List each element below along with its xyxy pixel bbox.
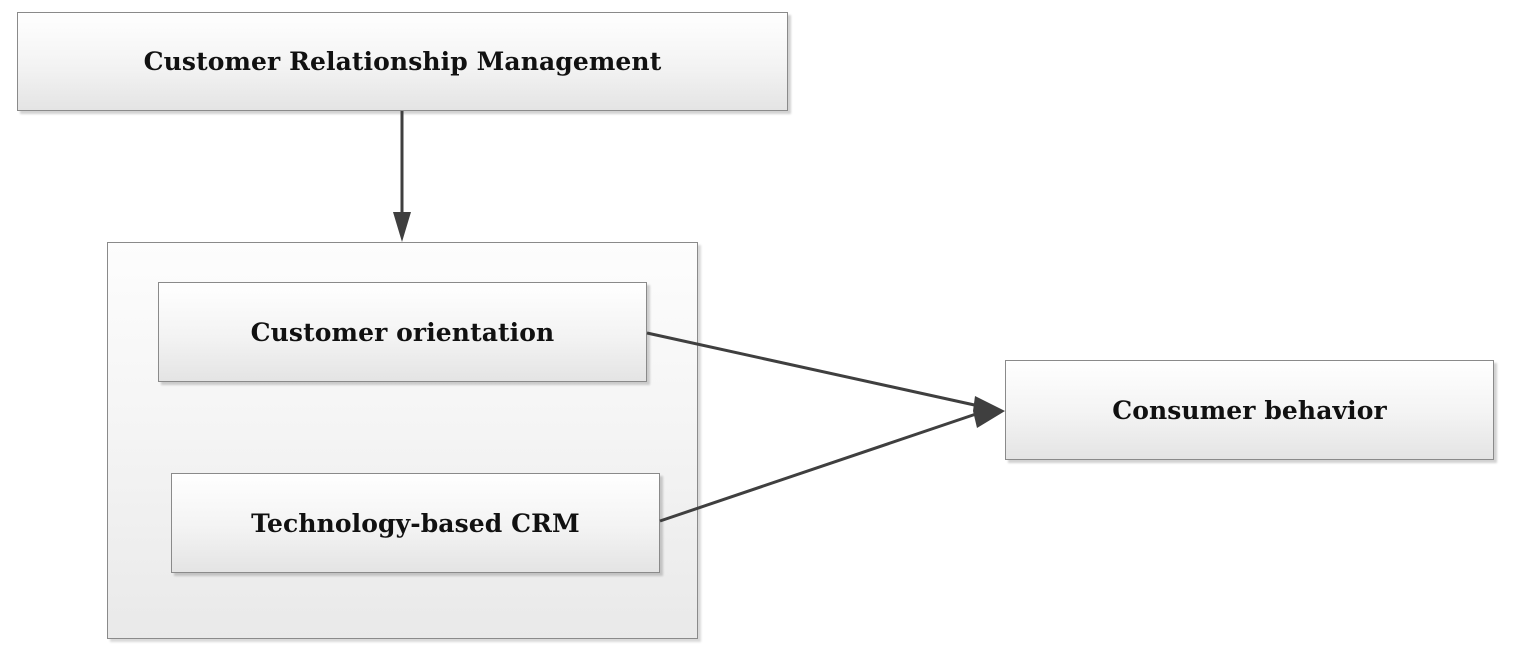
consumer-behavior-node: Consumer behavior: [1005, 360, 1494, 460]
technology-based-crm-label: Technology-based CRM: [251, 508, 580, 538]
arrowhead-to-behavior: [973, 396, 1005, 428]
technology-based-crm-node: Technology-based CRM: [171, 473, 660, 573]
arrow-tech-to-behavior: [659, 411, 980, 523]
customer-orientation-label: Customer orientation: [250, 317, 555, 347]
customer-orientation-node: Customer orientation: [158, 282, 647, 382]
crm-node: Customer Relationship Management: [17, 12, 788, 111]
consumer-behavior-label: Consumer behavior: [1112, 395, 1387, 425]
arrowhead-crm-to-group: [393, 212, 411, 242]
crm-node-label: Customer Relationship Management: [143, 47, 662, 76]
